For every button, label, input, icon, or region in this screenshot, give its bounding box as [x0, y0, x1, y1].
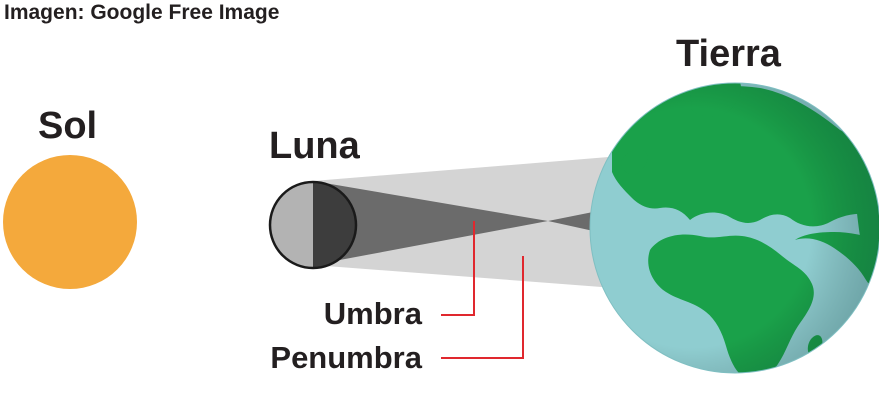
- moon-lit-half: [270, 182, 313, 268]
- moon-label: Luna: [269, 125, 360, 167]
- umbra-label: Umbra: [323, 296, 422, 331]
- image-credit: Imagen: Google Free Image: [4, 1, 280, 24]
- sun-label: Sol: [38, 105, 98, 147]
- umbra-leader-line: [441, 221, 475, 316]
- moon-dark-half: [313, 182, 356, 268]
- sun-disc: [3, 155, 137, 289]
- earth-globe: [589, 82, 879, 374]
- moon-outline: [268, 180, 358, 270]
- earth-outline: [589, 82, 879, 374]
- earth-label: Tierra: [676, 33, 781, 75]
- umbra-crossing-band: [548, 211, 598, 232]
- moon-disc: [268, 180, 358, 270]
- penumbra-label: Penumbra: [270, 340, 422, 375]
- umbra-region: [313, 181, 548, 265]
- penumbra-leader-line: [441, 256, 524, 359]
